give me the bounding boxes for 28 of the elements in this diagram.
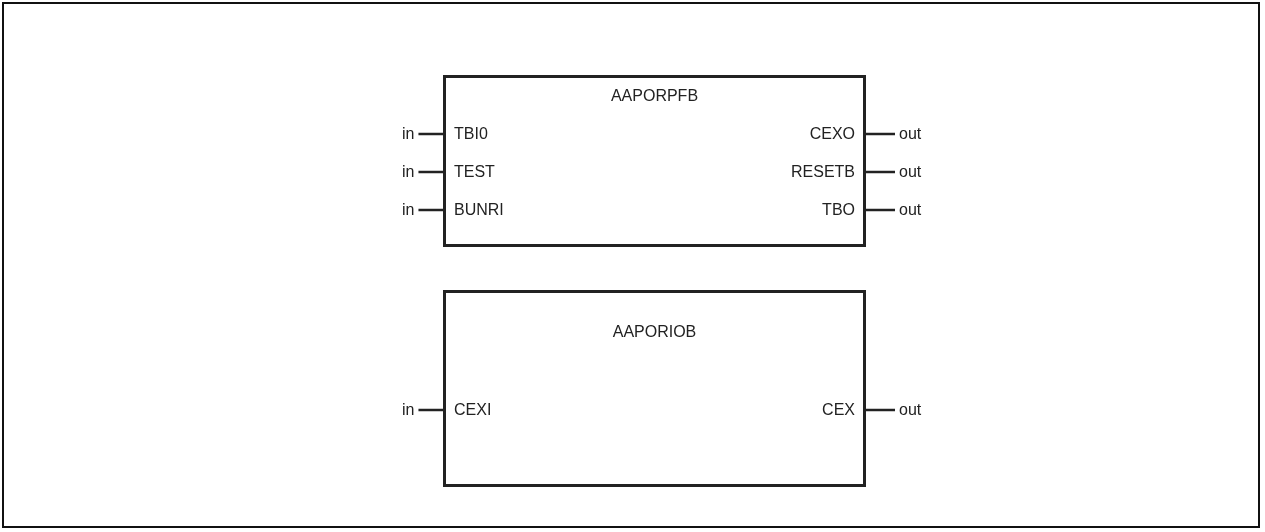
port-label: in (398, 124, 419, 144)
port-label: in (398, 200, 419, 220)
pin-name: TEST (446, 162, 495, 182)
signal-line (866, 208, 895, 212)
signal-line (418, 170, 443, 174)
port-label: out (895, 200, 926, 220)
port-label: in (398, 162, 419, 182)
pin-name: CEX (822, 400, 863, 420)
pin-name: CEXI (446, 400, 492, 420)
pin-name: TBO (822, 200, 863, 220)
signal-line (418, 132, 443, 136)
block-name: AAPORPFB (609, 86, 700, 106)
signal-line (866, 132, 895, 136)
port-label: out (895, 400, 926, 420)
signal-line (418, 408, 443, 412)
pin-name: TBI0 (446, 124, 488, 144)
signal-line (866, 170, 895, 174)
block-box (443, 290, 866, 487)
port-label: in (398, 400, 419, 420)
signal-line (866, 408, 895, 412)
pin-name: BUNRI (446, 200, 504, 220)
pin-name: CEXO (809, 124, 863, 144)
port-label: out (895, 162, 926, 182)
block-name: AAPORIOB (611, 322, 698, 342)
block-box (443, 75, 866, 247)
pin-name: RESETB (791, 162, 863, 182)
port-label: out (895, 124, 926, 144)
signal-line (418, 208, 443, 212)
